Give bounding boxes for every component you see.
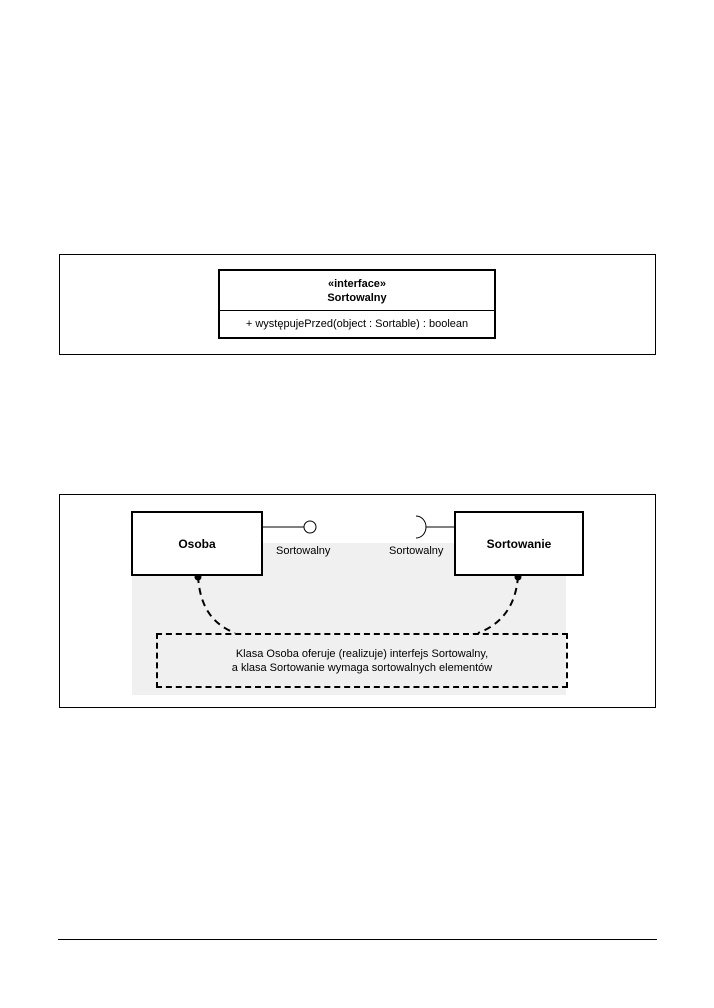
class-sortowanie-name: Sortowanie	[486, 536, 552, 551]
provided-interface-label: Sortowalny	[276, 545, 331, 557]
note-anchor-right	[477, 575, 519, 634]
class-osoba: Osoba	[131, 511, 263, 576]
required-interface-label: Sortowalny	[389, 545, 444, 557]
interface-figure-frame: «interface» Sortowalny + występujePrzed(…	[59, 254, 656, 355]
socket-icon	[415, 515, 427, 539]
note-line-1: Klasa Osoba oferuje (realizuje) interfej…	[235, 647, 489, 660]
uml-note: Klasa Osoba oferuje (realizuje) interfej…	[156, 633, 568, 688]
lollipop-figure-frame: Osoba Sortowanie Sortowalny Sortowalny K…	[59, 494, 656, 708]
class-osoba-name: Osoba	[178, 536, 216, 551]
interface-stereotype: «interface»	[327, 277, 387, 290]
footer-rule	[58, 939, 657, 940]
interface-name: Sortowalny	[327, 291, 387, 304]
interface-class-box: «interface» Sortowalny + występujePrzed(…	[218, 269, 496, 339]
note-line-2: a klasa Sortowanie wymaga sortowalnych e…	[231, 661, 493, 674]
interface-header: «interface» Sortowalny	[220, 271, 494, 311]
interface-operations: + występujePrzed(object : Sortable) : bo…	[220, 311, 494, 337]
lollipop-ball-icon	[303, 520, 317, 534]
class-sortowanie: Sortowanie	[454, 511, 584, 576]
note-anchor-left	[197, 575, 236, 634]
interface-operation: + występujePrzed(object : Sortable) : bo…	[245, 318, 469, 330]
